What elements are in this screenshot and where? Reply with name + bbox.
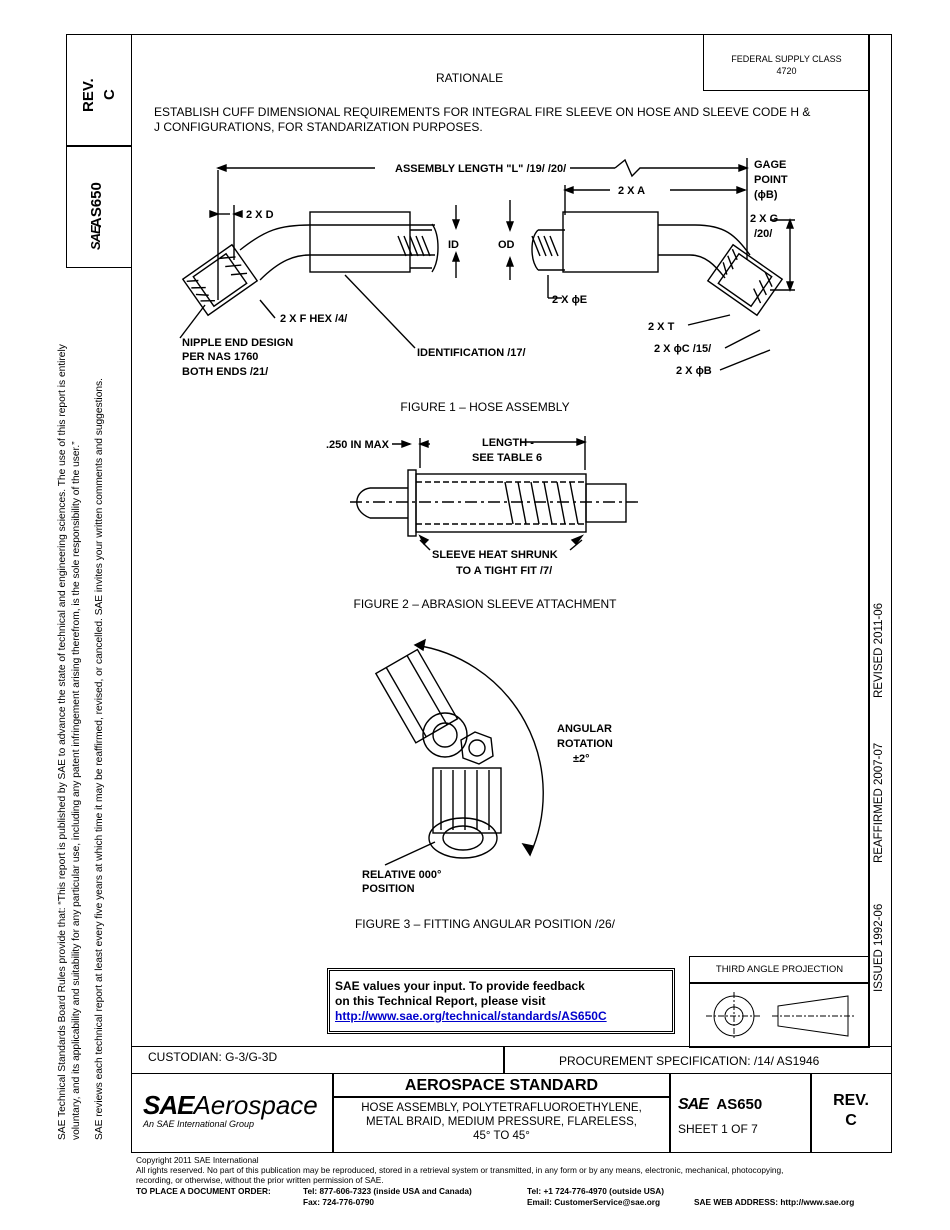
fig1-2xc-label: 2 X ϕC /15/ [654, 343, 711, 355]
sae-aerospace-logo: SAEAerospace [143, 1090, 318, 1121]
side-tab-doc-number: AS650 [88, 182, 105, 228]
sae-logo-mark: SAE [143, 1090, 194, 1120]
rationale-title: RATIONALE [436, 71, 504, 85]
figure-2-abrasion-sleeve: .250 IN MAX LENGTH - SEE TABLE 6 SLEEVE … [326, 436, 640, 577]
right-strip-divider [868, 34, 870, 1046]
fig2-length-label-1: LENGTH - [482, 437, 534, 449]
doc-title-line-1: HOSE ASSEMBLY, POLYTETRAFLUOROETHYLENE, [361, 1102, 642, 1114]
custodian-text: CUSTODIAN: G-3/G-3D [148, 1050, 278, 1064]
third-angle-projection-icon [706, 992, 855, 1040]
federal-supply-class-value: 4720 [776, 66, 797, 76]
footer-order-label: TO PLACE A DOCUMENT ORDER: [136, 1186, 271, 1196]
notice-line-3: SAE reviews each technical report at lea… [94, 378, 105, 1140]
procurement-text: PROCUREMENT SPECIFICATION: /14/ AS1946 [559, 1054, 820, 1068]
side-tab-divider [66, 145, 132, 147]
title-block-hline [332, 1096, 670, 1098]
feedback-box [327, 968, 675, 1034]
footer-copyright: Copyright 2011 SAE International [136, 1155, 259, 1165]
fig1-nipple-label-2: PER NAS 1760 [182, 351, 258, 363]
main-frame [131, 34, 892, 1074]
title-block [131, 1073, 892, 1153]
doc-title-line-3: 45° TO 45° [473, 1130, 530, 1142]
side-tab [66, 34, 132, 268]
logo-subtitle: An SAE International Group [143, 1119, 255, 1129]
footer-rights-1: All rights reserved. No part of this pub… [136, 1165, 784, 1175]
rationale-text-1: ESTABLISH CUFF DIMENSIONAL REQUIREMENTS … [154, 105, 811, 119]
fig1-2xd-label: 2 X D [246, 209, 274, 221]
fig1-id-label: ID [448, 239, 459, 251]
figure-3-caption: FIGURE 3 – FITTING ANGULAR POSITION /26/ [354, 917, 616, 931]
fig1-hex-label: 2 X F HEX /4/ [280, 313, 347, 325]
fig1-2xe-label: 2 X ϕE [552, 294, 587, 306]
footer-email: Email: CustomerService@sae.org [527, 1197, 661, 1207]
aerospace-standard-title: AEROSPACE STANDARD [404, 1077, 599, 1094]
notice-line-2: voluntary, and its applicability and sui… [71, 441, 82, 1140]
title-block-doc-number: SAE AS650 [678, 1096, 762, 1114]
figure-2-caption: FIGURE 2 – ABRASION SLEEVE ATTACHMENT [353, 597, 617, 611]
notice-line-1: SAE Technical Standards Board Rules prov… [57, 344, 68, 1140]
aerospace-logo-word: Aerospace [193, 1090, 318, 1120]
projection-divider [689, 982, 870, 984]
sae-small-logo: SAE [678, 1096, 709, 1113]
feedback-line-2: on this Technical Report, please visit [335, 994, 546, 1008]
title-block-divider-2 [669, 1073, 671, 1153]
fig2-sleeve-label-2: TO A TIGHT FIT /7/ [456, 565, 552, 577]
fig1-gage-label: GAGE [754, 159, 786, 171]
fig3-relative-label: RELATIVE 000° [362, 869, 441, 881]
fig1-point-label: POINT [754, 174, 788, 186]
figure-1-hose-assembly: ASSEMBLY LENGTH "L" /19/ /20/ GAGE POINT… [179, 158, 795, 378]
side-tab-rev-value: C [101, 89, 118, 100]
issued-date: ISSUED 1992-06 [873, 903, 885, 992]
title-block-rev-label: REV. [833, 1092, 869, 1109]
fig2-length-label-2: SEE TABLE 6 [472, 452, 542, 464]
fig1-g-ref-label: /20/ [754, 228, 772, 240]
fig1-2xg-label: 2 X G [750, 213, 778, 225]
fig1-identification-label: IDENTIFICATION /17/ [417, 347, 526, 359]
title-block-rev-value: C [845, 1112, 857, 1129]
title-block-divider-3 [810, 1073, 812, 1153]
title-block-divider-1 [332, 1073, 334, 1153]
projection-box [689, 956, 870, 1048]
doc-title-line-2: METAL BRAID, MEDIUM PRESSURE, FLARELESS, [366, 1116, 637, 1128]
fig3-angular-label: ANGULAR [557, 723, 612, 735]
fig3-tolerance-label: ±2° [573, 753, 590, 765]
feedback-link[interactable]: http://www.sae.org/technical/standards/A… [335, 1009, 607, 1023]
reaffirmed-date: REAFFIRMED 2007-07 [873, 742, 885, 863]
fig1-2xt-label: 2 X T [648, 321, 675, 333]
fig2-max-label: .250 IN MAX [326, 439, 390, 451]
footer-fax: Fax: 724-776-0790 [303, 1197, 375, 1207]
revised-date: REVISED 2011-06 [873, 602, 885, 698]
fig1-od-label: OD [498, 239, 515, 251]
fig1-nipple-label-3: BOTH ENDS /21/ [182, 366, 268, 378]
sheet-number: SHEET 1 OF 7 [678, 1122, 758, 1136]
custodian-divider [503, 1046, 505, 1074]
projection-label: THIRD ANGLE PROJECTION [715, 964, 844, 975]
figure-3-fitting-angular-position: ANGULAR ROTATION ±2° RELATIVE 000° POSIT… [362, 638, 613, 895]
fig3-rotation-label: ROTATION [557, 738, 613, 750]
fig1-2xa-label: 2 X A [618, 185, 645, 197]
side-tab-sae-logo: SAE [88, 226, 103, 250]
side-tab-rev-label: REV. [80, 78, 97, 112]
fig3-position-label: POSITION [362, 883, 415, 895]
rationale-text-2: J CONFIGURATIONS, FOR STANDARIZATION PUR… [154, 120, 483, 134]
feedback-line-1: SAE values your input. To provide feedba… [335, 979, 585, 993]
footer-rights-2: recording, or otherwise, without the pri… [136, 1175, 384, 1185]
fig1-2xb-label: 2 X ϕB [676, 365, 712, 377]
footer-tel-2: Tel: +1 724-776-4970 (outside USA) [527, 1186, 665, 1196]
fig1-phi-b-label: (ϕB) [754, 189, 778, 201]
footer-tel-1: Tel: 877-606-7323 (inside USA and Canada… [303, 1186, 472, 1196]
figure-1-caption: FIGURE 1 – HOSE ASSEMBLY [400, 400, 570, 414]
fig2-sleeve-label-1: SLEEVE HEAT SHRUNK [432, 549, 558, 561]
federal-supply-class-box [703, 34, 870, 91]
fig1-assembly-length-label: ASSEMBLY LENGTH "L" /19/ /20/ [395, 163, 566, 175]
fig1-nipple-label-1: NIPPLE END DESIGN [182, 337, 293, 349]
footer-web: SAE WEB ADDRESS: http://www.sae.org [694, 1197, 855, 1207]
doc-number-text: AS650 [716, 1096, 763, 1113]
federal-supply-class-label: FEDERAL SUPPLY CLASS [731, 54, 842, 64]
